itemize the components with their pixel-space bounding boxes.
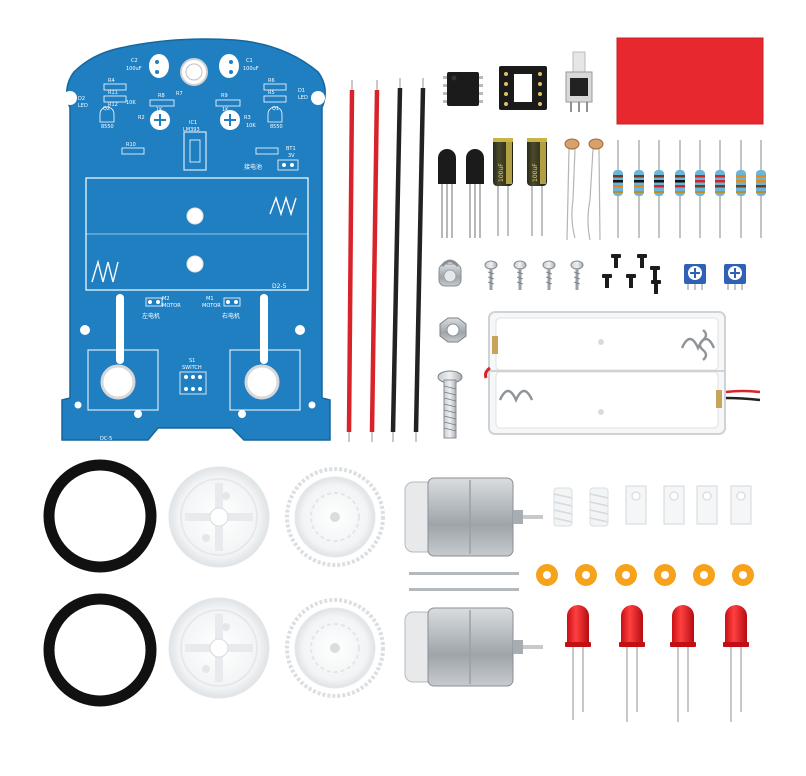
screw-3 bbox=[542, 260, 556, 290]
resistor-4 bbox=[675, 140, 685, 238]
orange-spacers bbox=[536, 564, 754, 586]
pcb-label-r3: R3 bbox=[244, 115, 251, 121]
electrolytic-capacitor-2: 100uF bbox=[527, 138, 547, 236]
caster-wheel bbox=[438, 259, 462, 287]
battery-holder bbox=[484, 311, 761, 435]
worm-gears bbox=[553, 487, 609, 527]
push-switch bbox=[565, 51, 593, 112]
pcb-label-c2-value: 100uF bbox=[126, 66, 142, 72]
resistor-3 bbox=[654, 140, 664, 238]
pcb-label-s1: S1 bbox=[189, 358, 195, 364]
resistor-6 bbox=[715, 140, 725, 238]
small-black-screws bbox=[602, 254, 661, 294]
red-led-2 bbox=[619, 605, 645, 722]
pcb-label-r10: R10 bbox=[126, 142, 136, 148]
pcb-label-right-motor: 右电机 bbox=[222, 312, 240, 320]
pcb-label-motor2: MOTOR bbox=[162, 303, 181, 309]
resistor-7 bbox=[736, 140, 746, 238]
pcb-label-d2: D2 bbox=[78, 96, 85, 102]
double-sided-tape bbox=[616, 37, 764, 125]
resistor-8 bbox=[756, 140, 766, 238]
pcb-label-d1: D1 bbox=[298, 88, 305, 94]
trimmer-potentiometer-1 bbox=[684, 264, 706, 290]
resistors bbox=[613, 140, 766, 238]
ic-socket bbox=[499, 66, 547, 110]
screw-1 bbox=[484, 260, 498, 290]
screws bbox=[484, 260, 584, 290]
pcb-label-r4: R4 bbox=[108, 78, 115, 84]
pcb-label-switch: SWITCH bbox=[182, 365, 202, 371]
electrolytic-capacitor-1: 100uF bbox=[493, 138, 513, 236]
pcb-label-r12: R12 bbox=[108, 102, 118, 108]
pcb-label-c1-value: 100uF bbox=[243, 66, 259, 72]
red-led-4 bbox=[723, 605, 749, 722]
pcb-label-board-code-bottom: DC-5 bbox=[100, 436, 112, 442]
pcb-label-1k-b: 1K bbox=[222, 107, 229, 113]
pcb-label-m1: M1 bbox=[206, 296, 214, 302]
pcb-label-r7: R7 bbox=[176, 91, 183, 97]
pcb-label-c1: C1 bbox=[246, 58, 253, 64]
jumper-wires bbox=[346, 78, 426, 442]
photoresistors bbox=[564, 138, 604, 241]
pcb-label-m2: M2 bbox=[162, 296, 170, 302]
toothed-gear-2 bbox=[285, 598, 385, 698]
wheel-gear-2 bbox=[168, 597, 270, 699]
pcb-label-r11: R11 bbox=[108, 90, 118, 96]
long-bolt bbox=[437, 370, 463, 439]
capacitor-1-label: 100uF bbox=[498, 163, 505, 182]
dc-motor-1 bbox=[404, 477, 543, 557]
rubber-tire-1 bbox=[43, 459, 157, 573]
pcb-label-lm393: LM393 bbox=[183, 127, 200, 133]
wheel-gear-1 bbox=[168, 466, 270, 568]
lm393-ic-chip bbox=[443, 72, 483, 106]
pcb-board: C2 100uF C1 100uF R4 R11 R12 R6 R5 D2 LE… bbox=[61, 38, 331, 442]
resistor-2 bbox=[634, 140, 644, 238]
pcb-label-r9: R9 bbox=[221, 93, 228, 99]
dc-motor-2 bbox=[404, 607, 543, 687]
pcb-label-battery: 接电池 bbox=[244, 163, 262, 171]
pcb-label-10k-b: 10K bbox=[246, 123, 256, 129]
pcb-label-bt1: BT1 bbox=[286, 146, 296, 152]
pcb-label-q2: Q2 bbox=[103, 106, 110, 112]
pcb-label-q2-value: 8550 bbox=[101, 124, 114, 130]
pcb-label-r8: R8 bbox=[158, 93, 165, 99]
pcb-label-ic1: IC1 bbox=[189, 120, 197, 126]
pcb-label-motor1: MOTOR bbox=[202, 303, 221, 309]
toothed-gear-1 bbox=[285, 467, 385, 567]
red-led-3 bbox=[670, 605, 696, 722]
pcb-label-led2: LED bbox=[78, 103, 88, 109]
resistor-1 bbox=[613, 140, 623, 238]
pcb-label-r2: R2 bbox=[138, 115, 145, 121]
pcb-label-r6: R6 bbox=[268, 78, 275, 84]
pcb-label-q1-value: 8550 bbox=[270, 124, 283, 130]
capacitor-2-label: 100uF bbox=[532, 163, 539, 182]
motor-mounts bbox=[625, 485, 752, 525]
transistor-2 bbox=[466, 149, 484, 238]
hex-nut bbox=[439, 317, 467, 343]
pcb-label-c2: C2 bbox=[131, 58, 138, 64]
screw-4 bbox=[570, 260, 584, 290]
pcb-label-led1: LED bbox=[298, 95, 308, 101]
transistor-1 bbox=[438, 149, 456, 238]
red-leds bbox=[565, 605, 749, 722]
pcb-label-q1: Q1 bbox=[272, 106, 279, 112]
metal-axles bbox=[409, 572, 519, 591]
screw-2 bbox=[513, 260, 527, 290]
rubber-tire-2 bbox=[43, 593, 157, 707]
trimmer-potentiometer-2 bbox=[724, 264, 746, 290]
pcb-label-r5: R5 bbox=[268, 90, 275, 96]
pcb-label-1k-a: 1K bbox=[156, 107, 163, 113]
pcb-label-10k-a: 10K bbox=[126, 100, 136, 106]
red-led-1 bbox=[565, 605, 591, 720]
resistor-5 bbox=[695, 140, 705, 238]
pcb-label-bt1-value: 3V bbox=[288, 153, 295, 159]
pcb-label-left-motor: 左电机 bbox=[142, 312, 160, 320]
pcb-label-board-code: D2-5 bbox=[272, 283, 287, 290]
